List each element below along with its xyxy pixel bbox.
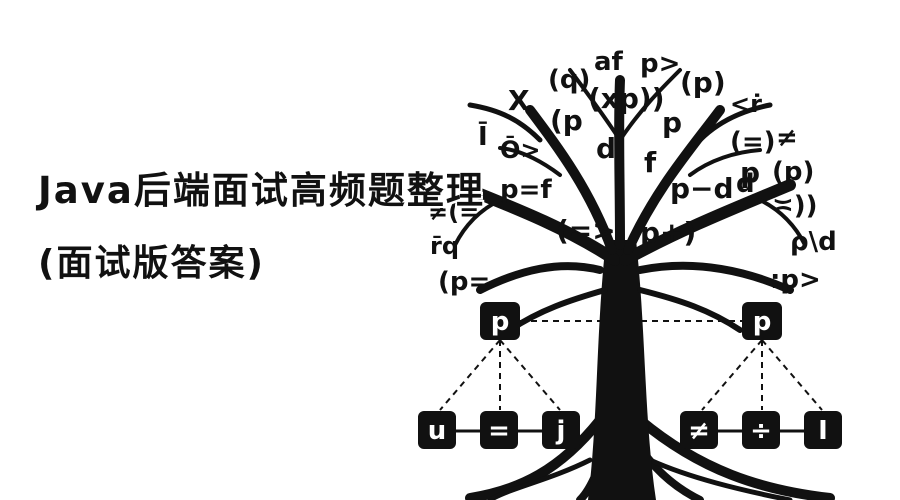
child-node: u xyxy=(418,411,456,449)
symbol-glyph: d xyxy=(596,132,616,165)
symbol-glyph: ρ\d xyxy=(790,227,837,257)
symbol-glyph: af xyxy=(594,47,624,77)
symbol-glyph: d xyxy=(736,169,755,199)
node-label: = xyxy=(488,416,510,446)
symbol-glyph: (=) xyxy=(730,127,776,157)
symbol-glyph: Ō> xyxy=(500,134,541,164)
symbol-glyph: p=f xyxy=(500,175,552,205)
child-node: ≠ xyxy=(680,411,718,449)
symbol-glyph: (p) xyxy=(772,157,814,187)
symbol-glyph: p−d xyxy=(670,172,734,205)
parent-node-right: p xyxy=(742,302,782,340)
symbol-glyph: p xyxy=(662,106,682,139)
node-label: u xyxy=(428,416,447,446)
symbol-glyph: r̄q xyxy=(430,232,459,260)
symbol-glyph: ≠(= xyxy=(428,198,479,226)
node-label: p xyxy=(753,307,772,337)
node-label: j xyxy=(556,416,566,446)
symbol-glyph: (p= xyxy=(438,267,490,297)
page-title: Java后端面试高频题整理 xyxy=(38,169,485,212)
node-label: p xyxy=(491,307,510,337)
symbol-glyph: p+) xyxy=(640,216,696,249)
symbol-glyph: Ī xyxy=(478,120,488,152)
child-node: ÷ xyxy=(742,411,780,449)
symbol-glyph: (p xyxy=(550,104,583,137)
child-node: I xyxy=(804,411,842,449)
symbol-glyph: :p> xyxy=(770,265,821,295)
symbol-glyph: ≍)) xyxy=(772,191,818,221)
symbol-glyph: p xyxy=(740,156,760,189)
symbol-glyph: X xyxy=(508,84,530,117)
symbol-glyph: (=> xyxy=(556,214,616,247)
symbol-glyph: ≠ xyxy=(776,123,798,153)
symbol-glyph: (p) xyxy=(680,66,726,99)
symbol-glyph: f xyxy=(644,146,657,179)
symbol-glyph: <ṙ xyxy=(730,90,762,118)
node-label: ÷ xyxy=(750,416,772,446)
symbol-glyph: (q) xyxy=(548,65,590,95)
symbol-glyph: (xp)) xyxy=(588,82,665,115)
node-label: I xyxy=(818,416,828,446)
child-node: j xyxy=(542,411,580,449)
symbol-glyph: p> xyxy=(640,49,680,79)
child-node: = xyxy=(480,411,518,449)
parent-node-left: p xyxy=(480,302,520,340)
page-subtitle: (面试版答案) xyxy=(38,243,265,284)
node-label: ≠ xyxy=(688,416,710,446)
